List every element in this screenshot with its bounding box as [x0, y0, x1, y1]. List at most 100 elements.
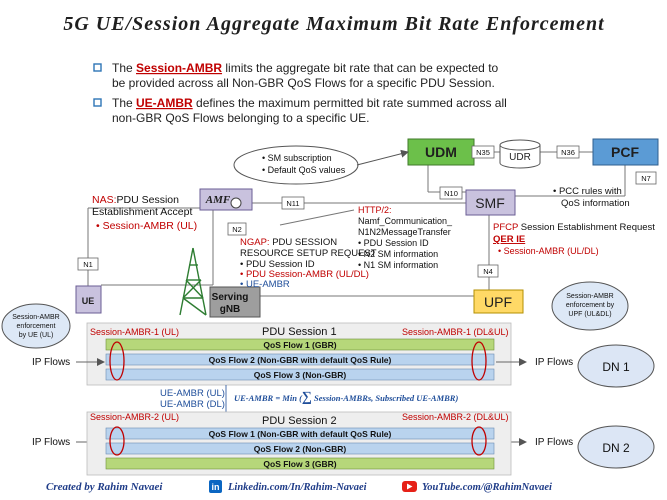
n11-label: N11 — [281, 196, 305, 210]
svg-text:The Session-AMBR limits the ag: The Session-AMBR limits the aggregate bi… — [112, 61, 499, 75]
svg-text:Session-AMBR: Session-AMBR — [566, 293, 613, 300]
ambr-enforcement-ring — [109, 426, 125, 456]
svg-text:QoS Flow 3 (Non-GBR): QoS Flow 3 (Non-GBR) — [254, 370, 347, 380]
bullet-session-ambr: The Session-AMBR limits the aggregate bi… — [93, 61, 499, 90]
upf-enforcement-bubble: Session-AMBR enforcement by UPF (UL&DL) — [551, 281, 629, 331]
svg-text:The UE-AMBR defines the maximu: The UE-AMBR defines the maximum permitte… — [112, 96, 507, 110]
n10-label: N10 — [439, 186, 463, 200]
svg-text:QoS Flow 3 (GBR): QoS Flow 3 (GBR) — [263, 459, 336, 469]
dn2-cloud: DN 2 — [577, 425, 655, 469]
svg-text:UPF: UPF — [484, 294, 512, 310]
ngap-callout: NGAP: PDU SESSION RESOURCE SETUP REQUEST… — [240, 237, 377, 290]
svg-text:N11: N11 — [286, 199, 299, 208]
svg-text:N1: N1 — [83, 260, 93, 269]
svg-text:QoS Flow 2 (Non-GBR with defau: QoS Flow 2 (Non-GBR with default QoS Rul… — [209, 355, 392, 365]
ue-ambr-formula: UE-AMBR = Min (∑ Session-AMBRs, Subscrib… — [234, 390, 458, 405]
svg-text:PDU Session 2: PDU Session 2 — [262, 415, 337, 427]
svg-text:Session-AMBR-1 (DL&UL): Session-AMBR-1 (DL&UL) — [402, 327, 509, 337]
ambr-enforcement-ring — [471, 341, 487, 381]
svg-text:N35: N35 — [476, 148, 490, 157]
youtube-play-icon — [407, 483, 413, 490]
svg-text:SMF: SMF — [475, 195, 505, 211]
linkedin-icon — [209, 480, 222, 493]
pfcp-callout: PFCP Session Establishment Request QER I… — [493, 222, 655, 256]
svg-text:UE-AMBR (DL): UE-AMBR (DL) — [160, 399, 225, 410]
svg-text:• PDU Session-AMBR (UL/DL): • PDU Session-AMBR (UL/DL) — [240, 269, 369, 280]
http2-callout: HTTP/2: Namf_Communication_ N1N2MessageT… — [358, 205, 453, 270]
ip-flows-label: IP Flows — [535, 357, 573, 368]
svg-text:• N1 SM information: • N1 SM information — [358, 260, 438, 270]
svg-text:Serving: Serving — [212, 292, 249, 303]
svg-text:N4: N4 — [483, 267, 493, 276]
svg-text:N2: N2 — [232, 225, 242, 234]
interface-labels: N35 N36 N7 N10 N11 N2 N1 N4 — [77, 145, 657, 278]
svg-text:UE-AMBR (UL): UE-AMBR (UL) — [160, 388, 225, 399]
pcf-box: PCF — [592, 138, 659, 166]
svg-text:PFCP Session Establishment Req: PFCP Session Establishment Request — [493, 222, 655, 233]
pdu-session-1: PDU Session 1 Session-AMBR-1 (UL) Sessio… — [86, 322, 512, 386]
svg-text:enforcement: enforcement — [17, 323, 56, 330]
svg-text:PCF: PCF — [611, 144, 639, 160]
svg-text:N10: N10 — [444, 189, 458, 198]
bullet-ue-ambr: The UE-AMBR defines the maximum permitte… — [93, 96, 507, 125]
svg-text:QoS information: QoS information — [561, 198, 630, 209]
svg-text:NAS:PDU Session: NAS:PDU Session — [92, 194, 179, 206]
svg-text:Establishment Accept: Establishment Accept — [92, 206, 192, 218]
svg-text:HTTP/2:: HTTP/2: — [358, 205, 392, 215]
svg-text:QoS Flow 1 (Non-GBR with defau: QoS Flow 1 (Non-GBR with default QoS Rul… — [209, 429, 392, 439]
svg-text:• N2 SM information: • N2 SM information — [358, 249, 438, 259]
cell-tower-icon — [179, 247, 207, 316]
svg-text:DN 1: DN 1 — [602, 360, 630, 374]
svg-text:• SM subscription: • SM subscription — [262, 153, 332, 163]
linkedin-link[interactable]: Linkedin.com/In/Rahim-Navaei — [227, 482, 367, 493]
svg-text:QER IE: QER IE — [493, 234, 525, 245]
svg-text:RESOURCE SETUP REQUEST: RESOURCE SETUP REQUEST — [240, 248, 377, 259]
svg-text:Namf_Communication_: Namf_Communication_ — [358, 216, 453, 226]
svg-text:Session-AMBR-1 (UL): Session-AMBR-1 (UL) — [90, 327, 179, 337]
ip-flows-label: IP Flows — [32, 437, 70, 448]
bullet-square-icon — [93, 63, 102, 72]
svg-text:• PDU Session ID: • PDU Session ID — [358, 238, 429, 248]
svg-text:• Default QoS values: • Default QoS values — [262, 165, 346, 175]
ue-box: UE — [75, 285, 102, 314]
svg-text:gNB: gNB — [220, 304, 241, 315]
svg-text:by UE (UL): by UE (UL) — [19, 332, 54, 339]
svg-text:DN 2: DN 2 — [602, 441, 630, 455]
pcf-note: • PCC rules with QoS information — [553, 186, 630, 209]
upf-box: UPF — [473, 289, 524, 314]
qos-flow-bar — [105, 368, 495, 381]
n7-label: N7 — [635, 171, 657, 185]
svg-text:be provided across all Non-GBR: be provided across all Non-GBR QoS Flows… — [112, 76, 495, 90]
linkedin-icon-glyph: in — [212, 482, 220, 492]
youtube-link[interactable]: YouTube.com/@RahimNavaei — [422, 482, 552, 493]
qos-flow-bar — [105, 442, 495, 455]
n2-label: N2 — [227, 222, 247, 236]
ue-ambr-block: UE-AMBR (UL) UE-AMBR (DL) UE-AMBR = Min … — [160, 385, 458, 412]
term-ue-ambr: UE-AMBR — [136, 96, 193, 110]
dn1-cloud: DN 1 — [577, 344, 655, 388]
svg-text:Session-AMBR: Session-AMBR — [12, 314, 59, 321]
svg-text:• UE-AMBR: • UE-AMBR — [240, 279, 290, 290]
svg-text:Created by Rahim Navaei: Created by Rahim Navaei — [46, 481, 163, 493]
qos-flow-bar — [105, 338, 495, 351]
svg-text:N36: N36 — [561, 148, 575, 157]
amf-box: AMF — [199, 188, 253, 211]
amf-port-icon — [230, 197, 242, 209]
ip-flows-label: IP Flows — [535, 437, 573, 448]
n35-label: N35 — [471, 145, 495, 159]
svg-text:UDR: UDR — [509, 152, 531, 163]
term-session-ambr: Session-AMBR — [136, 61, 222, 75]
svg-text:• Session-AMBR (UL): • Session-AMBR (UL) — [96, 220, 197, 232]
svg-text:UE: UE — [82, 296, 95, 306]
svg-text:non-GBR QoS Flows belonging to: non-GBR QoS Flows belonging to a specifi… — [112, 111, 369, 125]
smf-box: SMF — [465, 189, 516, 216]
page-title: 5G UE/Session Aggregate Maximum Bit Rate… — [63, 13, 605, 35]
svg-text:Session-AMBR-2 (DL&UL): Session-AMBR-2 (DL&UL) — [402, 412, 509, 422]
bullet-square-icon — [93, 98, 102, 107]
udm-info-bubble: • SM subscription • Default QoS values — [233, 145, 409, 185]
svg-text:N7: N7 — [641, 174, 651, 183]
qos-flow-bar — [105, 457, 495, 470]
gnb-box: Serving gNB — [209, 286, 261, 318]
svg-text:• Session-AMBR (UL/DL): • Session-AMBR (UL/DL) — [498, 246, 599, 256]
